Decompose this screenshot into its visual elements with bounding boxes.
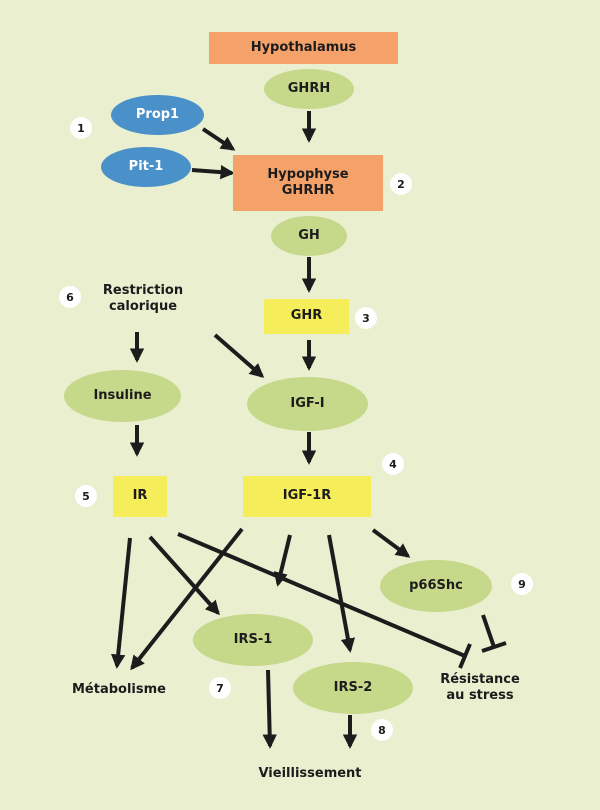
- node-resistance-stress: Résistance au stress: [415, 664, 545, 712]
- marker-2: 2: [390, 173, 412, 195]
- marker-6: 6: [59, 286, 81, 308]
- node-metabolisme: Métabolisme: [72, 681, 166, 697]
- marker-1: 1: [70, 117, 92, 139]
- node-hypophyse: Hypophyse GHRHR: [233, 155, 383, 211]
- node-pit1: Pit-1: [101, 147, 191, 187]
- edge-igf1r-p66shc: [371, 528, 411, 558]
- node-hypophyse-line1: Hypophyse: [267, 166, 349, 182]
- node-irs1: IRS-1: [193, 614, 313, 666]
- node-restriction-line2: calorique: [108, 299, 178, 314]
- edge-ir-resistance-inhibit: [177, 532, 466, 658]
- edge-p66shc-resistance-inhibit-bar: [481, 641, 507, 653]
- node-prop1: Prop1: [111, 95, 204, 135]
- edge-prop1-hypophyse: [201, 127, 236, 151]
- node-ghr: GHR: [264, 299, 349, 334]
- marker-3: 3: [355, 307, 377, 329]
- edge-igf1r-irs2: [327, 534, 356, 653]
- node-hypothalamus: Hypothalamus: [209, 32, 398, 64]
- node-irs2: IRS-2: [293, 662, 413, 714]
- edge-ir-irs1: [148, 535, 220, 616]
- marker-7: 7: [209, 677, 231, 699]
- node-vieillissement: Vieillissement: [258, 765, 362, 781]
- node-hypophyse-line2: GHRHR: [281, 183, 335, 198]
- edge-ir-resistance-inhibit-bar: [458, 643, 472, 669]
- node-igf1r: IGF-1R: [243, 476, 371, 517]
- node-igf1: IGF-I: [247, 377, 368, 431]
- node-resistance-line2: au stress: [446, 688, 514, 703]
- edge-ir-metabolisme: [111, 537, 132, 669]
- marker-5: 5: [75, 485, 97, 507]
- edge-p66shc-resistance-inhibit: [481, 614, 496, 648]
- marker-9: 9: [511, 573, 533, 595]
- node-insuline: Insuline: [64, 370, 181, 422]
- node-restriction-calorique: Restriction calorique: [83, 275, 203, 323]
- edge-restriction-igf1: [213, 333, 265, 378]
- node-ghrh: GHRH: [264, 69, 354, 109]
- node-gh: GH: [271, 216, 347, 256]
- node-p66shc: p66Shc: [380, 560, 492, 612]
- node-restriction-line1: Restriction: [102, 282, 184, 298]
- edge-pit1-hypophyse: [191, 164, 235, 180]
- edge-irs1-vieillissement: [262, 669, 277, 749]
- node-ir: IR: [113, 476, 167, 517]
- marker-8: 8: [371, 719, 393, 741]
- node-resistance-line1: Résistance: [440, 671, 520, 687]
- marker-4: 4: [382, 453, 404, 475]
